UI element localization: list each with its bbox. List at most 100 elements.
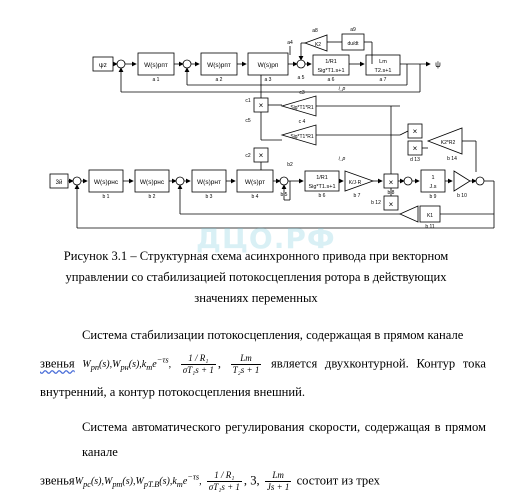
formula-w1-arg: (s), [99,359,113,371]
label-c2: c2 [245,153,251,159]
block-diagram: ψz W(s)рпт W(s)рпт W(s)рп 1/R1 Sig*T1.s+… [49,27,495,230]
formula-k-sub: т [146,363,153,373]
block-b2-text: W(s)рнс [140,179,165,186]
block-b7-text: K/J·R [349,180,362,186]
label-ip-top: i_p [339,86,346,92]
block-a7-num: Lm [379,59,387,65]
multiplier-d13b-text: × [413,144,418,153]
label-b1: b 1 [103,194,110,200]
block-b1-text: W(s)рнс [94,179,119,186]
label-b2-top: b2 [287,162,293,168]
formula-k: k [141,359,147,371]
label-b11: b 11 [425,224,435,230]
block-d14-text: K2*R2 [441,140,456,146]
psi-output-label: ψ [435,60,441,69]
block-c3-text: Sig*T1*R1 [290,105,314,111]
multiplier-d13a-text: × [413,127,418,136]
label-c4: c 4 [299,119,306,125]
label-b6: b 6 [319,193,326,199]
formula2-w1: W [74,476,84,488]
formula-e-pow: −τs [156,356,169,365]
paragraph-speed-loop: Система автоматического регулирования ск… [40,415,486,497]
formula2-w3-arg: (s), [159,476,173,488]
block-a3-text: W(s)рп [258,62,279,69]
formula2-e-pow: −τs [187,473,200,482]
block-k2-text: K2 [315,42,321,48]
formula2-w3: W [135,476,144,488]
block-b6-num: 1/R1 [316,175,328,181]
word-zvenya: звенья [40,356,75,371]
formula2-comma: , [199,476,202,488]
block-a6-den: Sig*T1.s+1 [317,68,344,74]
label-b8: b 8 [388,190,395,196]
block-a2-text: W(s)рпт [207,62,231,69]
speed-reference-label: 3й [56,179,63,186]
block-dudt-text: du/dt [347,41,359,47]
label-b9: b 9 [430,194,437,200]
paragraph-speed-line-1: Система автоматического регулирования ск… [82,420,486,459]
watermark: ДЦО.РФ [196,222,336,255]
label-a1: a 1 [153,77,160,83]
label-c1: c1 [245,98,251,104]
label-a5: a 5 [298,75,305,81]
block-b6-den: Sig*T1.s+1 [308,184,335,190]
label-ip-bottom: i_p [339,156,346,162]
label-b10: b 10 [457,193,467,199]
formula-e: e [152,359,157,371]
formula2-w2-sub: рт [112,480,123,490]
formula-w2-sub: рн [120,363,129,373]
label-b5: b 5 [281,192,288,198]
label-c3: c3 [299,90,305,96]
block-b3-text: W(s)рнт [197,179,221,186]
formula2-w2: W [104,476,113,488]
label-a2: a 2 [216,77,223,83]
paragraph-flux-loop: Система стабилизации потокосцепления, со… [40,323,486,405]
block-b9-den: J.s [429,184,436,190]
block-a7-den: T2.s+1 [375,68,392,74]
label-a9: a9 [350,27,356,33]
label-d13: d 13 [410,157,420,163]
formula-comma: , [168,359,172,371]
label-c5: c5 [245,118,251,124]
formula2-w3-sub: рТ.В [143,480,160,490]
block-a1-text: W(s)рпт [144,62,168,69]
formula-w1: W [82,359,91,371]
label-d14: b 14 [447,156,457,162]
formula-w1-sub: рп [90,363,100,373]
document-page: ψz W(s)рпт W(s)рпт W(s)рп 1/R1 Sig*T1.s+… [40,27,495,492]
block-b4-text: W(s)рт [245,179,265,186]
word-zvenya-2: звенья [40,473,75,488]
label-b2: b 2 [149,194,156,200]
label-a4: a4 [287,40,293,46]
block-a6-num: 1/R1 [325,59,337,65]
multiplier-b12-text: × [389,200,394,209]
label-a8: a8 [312,28,318,34]
formula2-w1-sub: рс [83,480,91,490]
multiplier-c1-text: × [259,101,264,110]
label-b4: b 4 [252,194,259,200]
formula2-w2-arg: (s), [122,476,136,488]
paragraph-flux-end: является двухконтурной. Контур тока внут… [40,356,486,400]
block-c4-text: Sig*T1*R1 [290,134,314,140]
multiplier-c2-text: × [259,151,264,160]
formula-w2: W [112,359,121,371]
paragraph-speed-formula-line: звеньяWрс(s),Wрт(s),WрТ.В(s),kтe−τs, 1 /… [40,465,486,497]
paragraph-speed-end: состоит из трех [296,473,380,488]
paragraph-flux-line-1: Система стабилизации потокосцепления, со… [82,328,464,342]
formula2-mid: , 3, [243,473,260,488]
figure-caption: Рисунок 3.1 – Структурная схема асинхрон… [63,249,449,305]
block-k1-text: K1 [427,213,433,219]
label-a7: a 7 [380,77,387,83]
formula2-w1-arg: (s), [90,476,104,488]
label-a3: a 3 [265,77,272,83]
label-b7: b 7 [354,193,361,199]
label-b3: b 3 [206,194,213,200]
label-a6: a 6 [328,77,335,83]
psi-reference-label: ψz [99,62,107,69]
multiplier-b8-text: × [389,178,394,187]
